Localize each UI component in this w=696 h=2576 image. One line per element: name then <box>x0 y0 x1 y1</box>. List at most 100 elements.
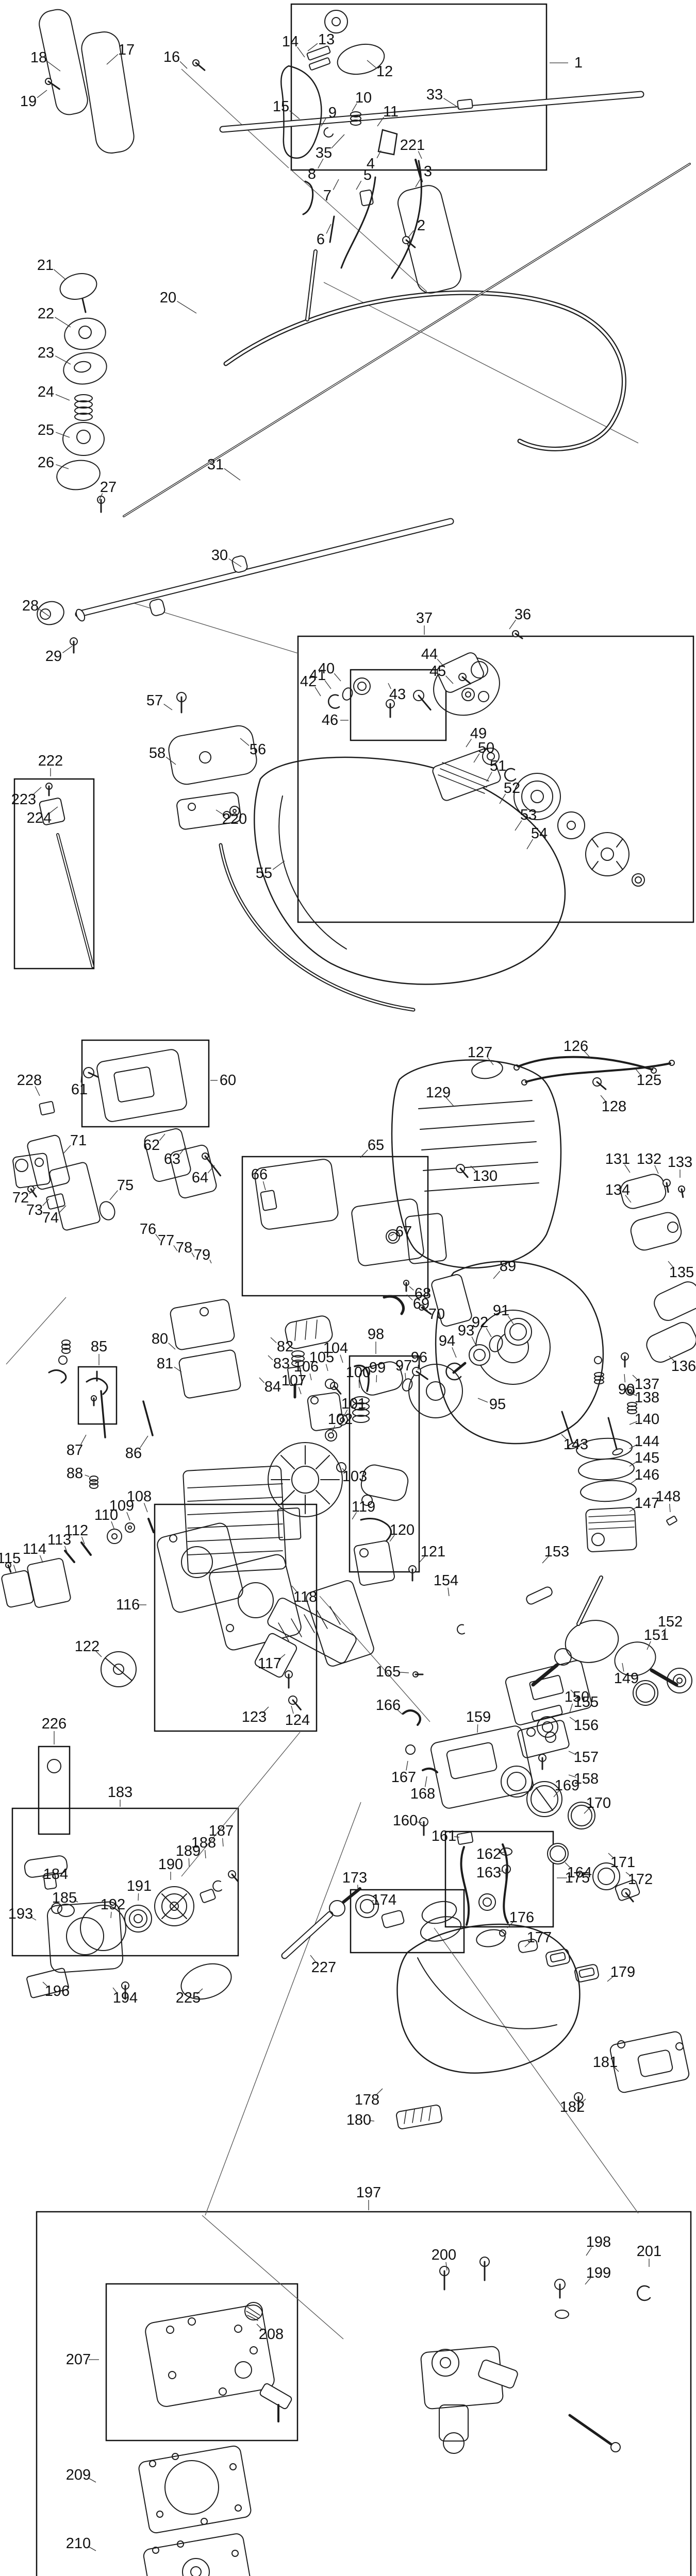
leader-line <box>13 1565 16 1572</box>
part-glyph <box>616 861 623 870</box>
part-glyph <box>588 1514 635 1517</box>
part-label-94: 94 <box>439 1333 455 1349</box>
leader-line <box>398 1672 409 1673</box>
leader-line <box>477 1724 478 1733</box>
part-glyph <box>415 159 423 182</box>
crankcase-box <box>154 1503 318 1732</box>
part-label-3: 3 <box>424 163 432 180</box>
part-glyph <box>404 2110 407 2124</box>
part-label-113: 113 <box>47 1532 71 1548</box>
part-label-5: 5 <box>363 167 372 183</box>
part-glyph <box>513 1064 520 1071</box>
leader-line <box>405 1372 406 1381</box>
part-label-31: 31 <box>207 456 224 473</box>
leader-line <box>625 1872 632 1877</box>
spring-coil-glyph <box>74 400 93 409</box>
part-label-82: 82 <box>277 1338 293 1355</box>
part-label-61: 61 <box>71 1081 88 1098</box>
part-glyph <box>247 2315 258 2321</box>
part-glyph <box>101 1651 137 1687</box>
part-glyph <box>432 2349 459 2377</box>
part-glyph <box>219 2387 227 2396</box>
leader-line <box>342 1468 346 1473</box>
part-label-143: 143 <box>564 1436 588 1453</box>
part-glyph <box>568 1442 579 1449</box>
part-glyph <box>201 2518 208 2525</box>
leader-line <box>445 675 454 684</box>
leader-line <box>325 1364 328 1371</box>
part-glyph <box>332 17 341 26</box>
part-label-134: 134 <box>605 1182 630 1198</box>
part-label-22: 22 <box>38 306 54 322</box>
part-glyph <box>27 1558 71 1608</box>
spring-coil-glyph <box>61 1340 71 1346</box>
leader-line <box>318 158 324 169</box>
leader-line <box>375 2088 383 2096</box>
leader-line <box>228 558 242 567</box>
part-glyph <box>395 2105 443 2129</box>
part-label-44: 44 <box>421 646 438 663</box>
spring-coil-glyph <box>89 1479 98 1485</box>
part-label-201: 201 <box>637 2243 661 2260</box>
ring-glyph <box>625 1386 635 1396</box>
part-glyph <box>307 1392 344 1431</box>
part-label-173: 173 <box>342 1870 367 1886</box>
part-label-118: 118 <box>293 1589 317 1605</box>
leader-line <box>356 180 362 190</box>
part-label-36: 36 <box>515 606 531 623</box>
part-glyph <box>224 291 625 450</box>
part-glyph <box>157 1522 243 1613</box>
part-glyph <box>432 748 501 801</box>
ring-glyph <box>128 1526 132 1530</box>
part-label-102: 102 <box>328 1411 353 1428</box>
part-label-97: 97 <box>395 1358 412 1374</box>
leader-line <box>62 1145 71 1155</box>
leader-line <box>629 1461 638 1467</box>
part-glyph <box>420 2108 423 2122</box>
part-glyph <box>340 176 376 269</box>
part-glyph <box>408 1364 463 1418</box>
part-glyph <box>421 1901 457 1924</box>
leader-line <box>81 1536 85 1545</box>
part-label-80: 80 <box>152 1331 168 1347</box>
spring-coil-glyph <box>350 120 361 126</box>
leader-line <box>321 118 326 127</box>
part-glyph <box>291 1466 319 1494</box>
part-label-56: 56 <box>250 741 266 758</box>
leader-line <box>224 468 241 481</box>
part-glyph <box>359 1548 369 1557</box>
part-label-64: 64 <box>192 1170 208 1186</box>
part-glyph <box>302 180 314 215</box>
part-glyph <box>187 1537 283 1542</box>
part-label-224: 224 <box>27 810 52 826</box>
part-glyph <box>168 725 257 785</box>
part-glyph <box>614 1641 656 1676</box>
part-glyph <box>554 1648 572 1666</box>
ring-glyph <box>571 1805 592 1826</box>
part-label-51: 51 <box>490 758 506 774</box>
part-label-150: 150 <box>565 1689 589 1705</box>
part-glyph <box>607 1417 618 1450</box>
part-label-54: 54 <box>531 825 548 842</box>
leader-line <box>553 1790 560 1798</box>
part-label-52: 52 <box>504 780 520 796</box>
part-label-74: 74 <box>42 1210 59 1226</box>
part-label-28: 28 <box>22 598 39 614</box>
part-label-119: 119 <box>352 1499 375 1515</box>
part-label-91: 91 <box>493 1302 509 1319</box>
construction-line <box>181 69 289 168</box>
leader-line <box>584 1807 591 1814</box>
part-label-124: 124 <box>285 1712 310 1728</box>
part-label-106: 106 <box>294 1359 319 1375</box>
part-glyph <box>156 2511 163 2518</box>
part-glyph <box>646 1322 696 1363</box>
part-glyph <box>172 2453 179 2460</box>
part-label-128: 128 <box>602 1098 626 1115</box>
part-glyph <box>57 834 94 968</box>
part-glyph <box>176 792 241 830</box>
leader-line <box>240 738 250 746</box>
part-label-25: 25 <box>38 422 54 438</box>
part-glyph <box>521 1079 527 1086</box>
leader-line <box>163 704 173 710</box>
part-label-2: 2 <box>417 217 425 234</box>
